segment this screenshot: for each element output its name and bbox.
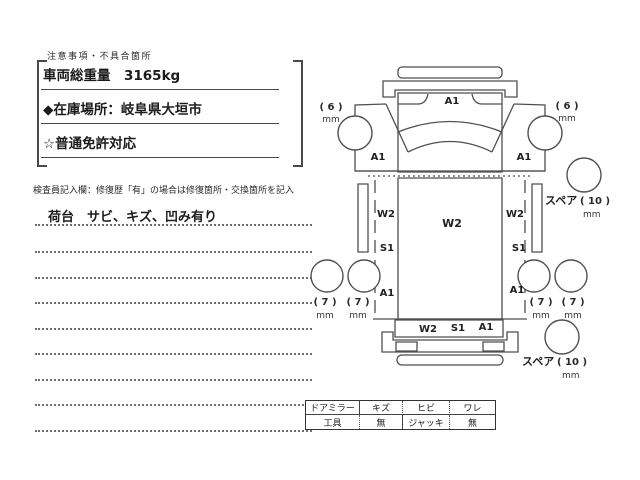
table-cell-tools: 工具	[306, 415, 360, 429]
table-cell-crack: ヒビ	[403, 401, 450, 415]
tread-rear-inner-right-unit: mm	[532, 311, 550, 321]
spare-top-value: ( 10 )	[580, 196, 610, 207]
code-cab-front: A1	[445, 96, 460, 107]
spare-bottom-label: スペア	[522, 355, 554, 368]
table-cell-jack: ジャッキ	[403, 415, 450, 429]
side-guard-right	[532, 184, 542, 252]
cab-corner-step-right	[472, 94, 502, 104]
table-cell-scratch: キズ	[360, 401, 403, 415]
bed-floor	[398, 178, 502, 319]
ruled-line	[35, 302, 312, 304]
rear-wheel-outer-left	[311, 260, 343, 292]
spare-bottom-unit: mm	[562, 371, 580, 381]
table-cell-door-mirror: ドアミラー	[306, 401, 360, 415]
a-pillar-right	[492, 104, 514, 152]
spare-tire-top	[567, 158, 601, 192]
windshield-lower-arc	[408, 142, 492, 153]
ruled-line	[35, 353, 312, 355]
code-rail-right-bottom: A1	[510, 285, 525, 296]
tread-rear-outer-right: ( 7 )	[561, 297, 584, 308]
stock-location-line: ◆在庫場所：岐阜県大垣市	[41, 96, 279, 124]
inspector-note: 荷台 サビ、キズ、凹み有り	[48, 210, 218, 225]
license-line: ☆普通免許対応	[41, 130, 279, 158]
front-wheel-right	[528, 116, 562, 150]
tread-rear-inner-right: ( 7 )	[529, 297, 552, 308]
tread-rear-inner-left: ( 7 )	[346, 297, 369, 308]
tread-front-left-unit: mm	[322, 115, 340, 125]
windshield-upper-arc	[398, 122, 502, 133]
tread-front-left: ( 6 )	[319, 102, 342, 113]
notes-box-bracket-right	[293, 60, 303, 167]
equipment-table: ドアミラー キズ ヒビ ワレ 工具 無 ジャッキ 無	[305, 400, 496, 430]
spare-top-label: スペア	[545, 194, 577, 207]
table-cell-tools-none: 無	[360, 415, 403, 429]
notes-box: 車両総重量 3165kg ◆在庫場所：岐阜県大垣市 ☆普通免許対応	[41, 62, 279, 164]
spare-tire-bottom	[545, 320, 579, 354]
tread-front-right: ( 6 )	[555, 101, 578, 112]
code-rail-left-mid: S1	[380, 243, 394, 254]
tread-rear-outer-left: ( 7 )	[313, 297, 336, 308]
code-fender-right: A1	[517, 152, 532, 163]
code-bed-center: W2	[442, 217, 462, 230]
tread-rear-outer-right-unit: mm	[564, 311, 582, 321]
front-wheel-left	[338, 116, 372, 150]
code-rail-right-mid: S1	[512, 243, 526, 254]
notes-box-bracket-left	[37, 60, 47, 167]
code-fender-left: A1	[371, 152, 386, 163]
notes-box-header: 注意事項・不具合箇所	[47, 52, 153, 62]
ruled-line	[35, 251, 312, 253]
table-cell-break: ワレ	[450, 401, 495, 415]
code-tailgate-right: A1	[479, 322, 494, 333]
ruled-line	[35, 404, 312, 406]
inspector-instruction: 検査員記入欄：修復歴「有」の場合は修復箇所・交換箇所を記入	[33, 186, 295, 196]
rear-wheel-outer-right	[555, 260, 587, 292]
ruled-line	[35, 277, 312, 279]
tread-rear-outer-left-unit: mm	[316, 311, 334, 321]
code-rail-right-top: W2	[506, 209, 524, 220]
tread-front-right-unit: mm	[558, 114, 576, 124]
cab-corner-step-left	[398, 94, 428, 104]
rear-bumper-bar	[397, 355, 503, 365]
ruled-line	[35, 224, 312, 226]
tread-rear-inner-left-unit: mm	[349, 311, 367, 321]
rear-bumper-pad-left	[396, 342, 417, 351]
cab-outline	[398, 93, 502, 172]
spare-bottom-value: ( 10 )	[557, 357, 587, 368]
tailgate	[395, 320, 503, 337]
rear-wheel-inner-left	[348, 260, 380, 292]
rear-bumper-pad-right	[483, 342, 504, 351]
code-tailgate-mid: S1	[451, 323, 465, 334]
code-tailgate-left: W2	[419, 324, 437, 335]
gross-weight-line: 車両総重量 3165kg	[41, 62, 279, 90]
rear-wheel-inner-right	[518, 260, 550, 292]
ruled-line	[35, 328, 312, 330]
side-guard-left	[358, 184, 368, 252]
code-rail-left-top: W2	[377, 209, 395, 220]
spare-top-unit: mm	[583, 210, 601, 220]
ruled-line	[35, 379, 312, 381]
front-bumper	[398, 67, 502, 78]
table-cell-jack-none: 無	[467, 418, 477, 429]
ruled-line	[35, 430, 312, 432]
a-pillar-left	[386, 104, 408, 152]
code-rail-left-bottom: A1	[380, 288, 395, 299]
rear-bumper-bracket	[382, 332, 518, 352]
cab-front-bar	[383, 81, 517, 97]
